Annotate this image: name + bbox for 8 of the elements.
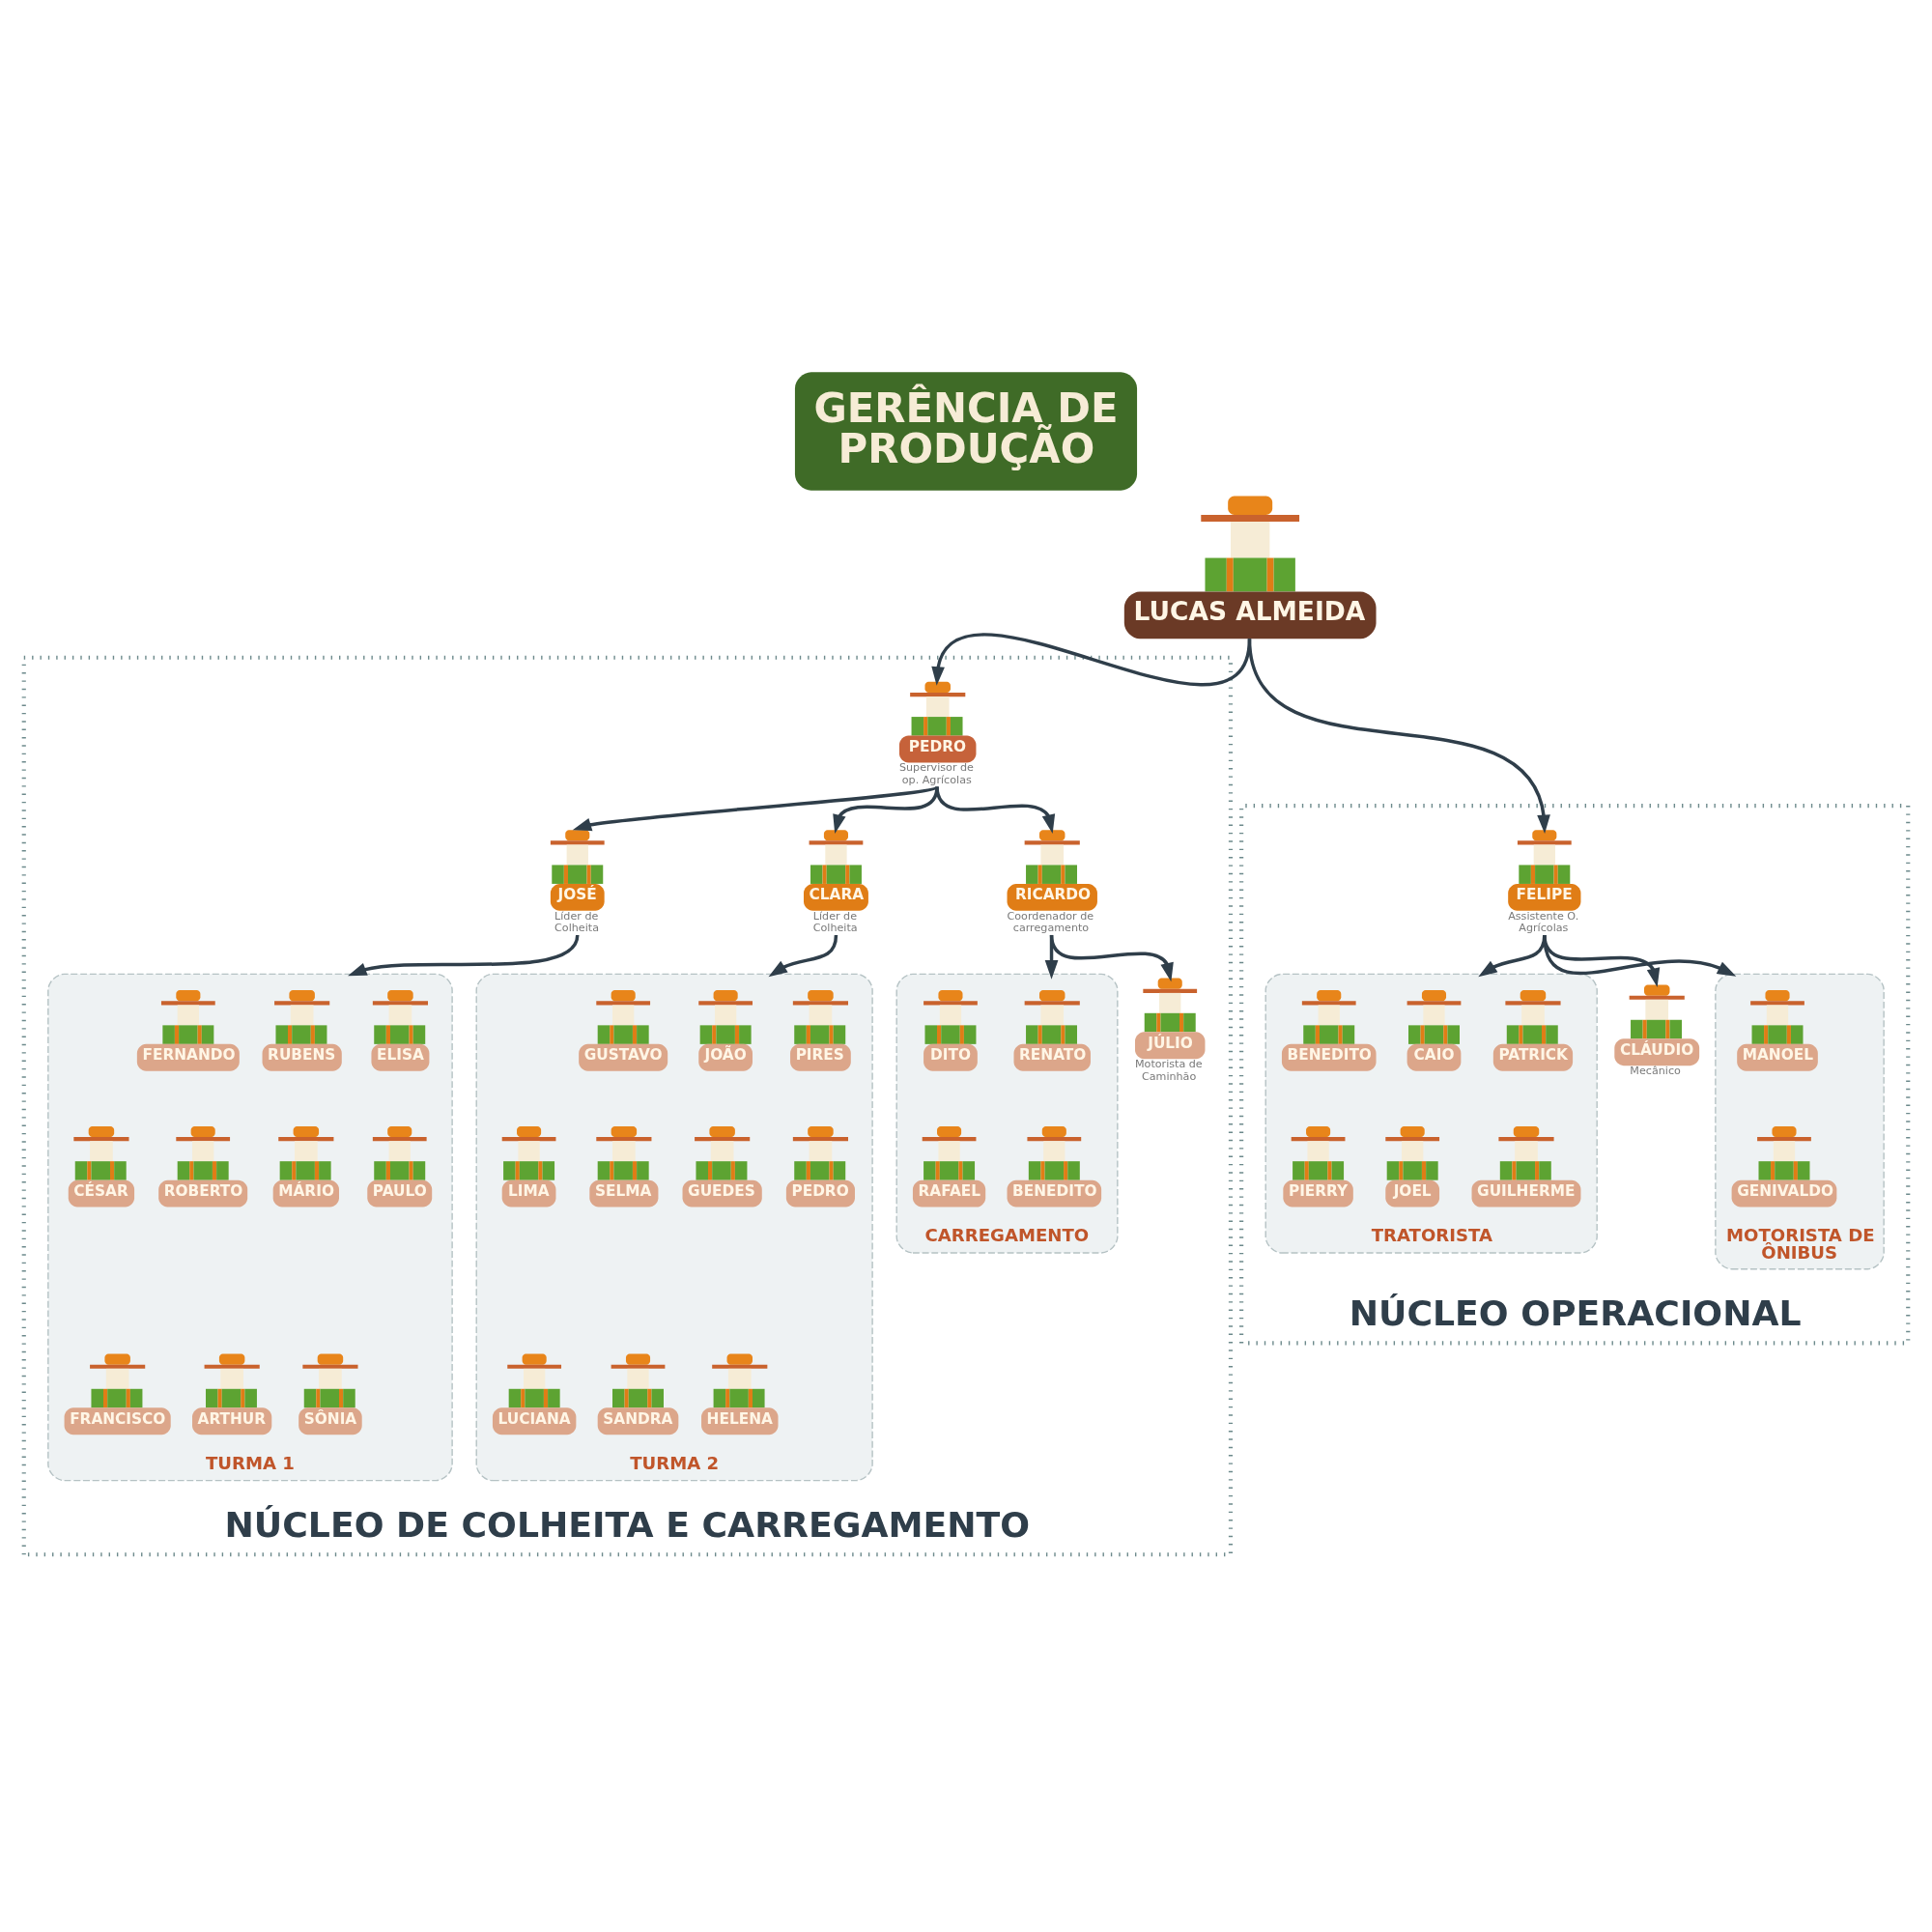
node-label: Supervisor de op. Agrícolas bbox=[898, 761, 974, 786]
node-label: Mecânico bbox=[1630, 1065, 1681, 1078]
diagram-title: GERÊNCIA DE PRODUÇÃO bbox=[813, 384, 1119, 472]
node-label: Motorista de Caminhão bbox=[1134, 1058, 1203, 1083]
node-label: Líder de Colheita bbox=[812, 909, 858, 935]
node-label: Assistente O. Agrícolas bbox=[1508, 909, 1579, 935]
node-label: Coordenador de carregamento bbox=[1007, 909, 1094, 935]
node-label: Líder de Colheita bbox=[554, 909, 599, 935]
